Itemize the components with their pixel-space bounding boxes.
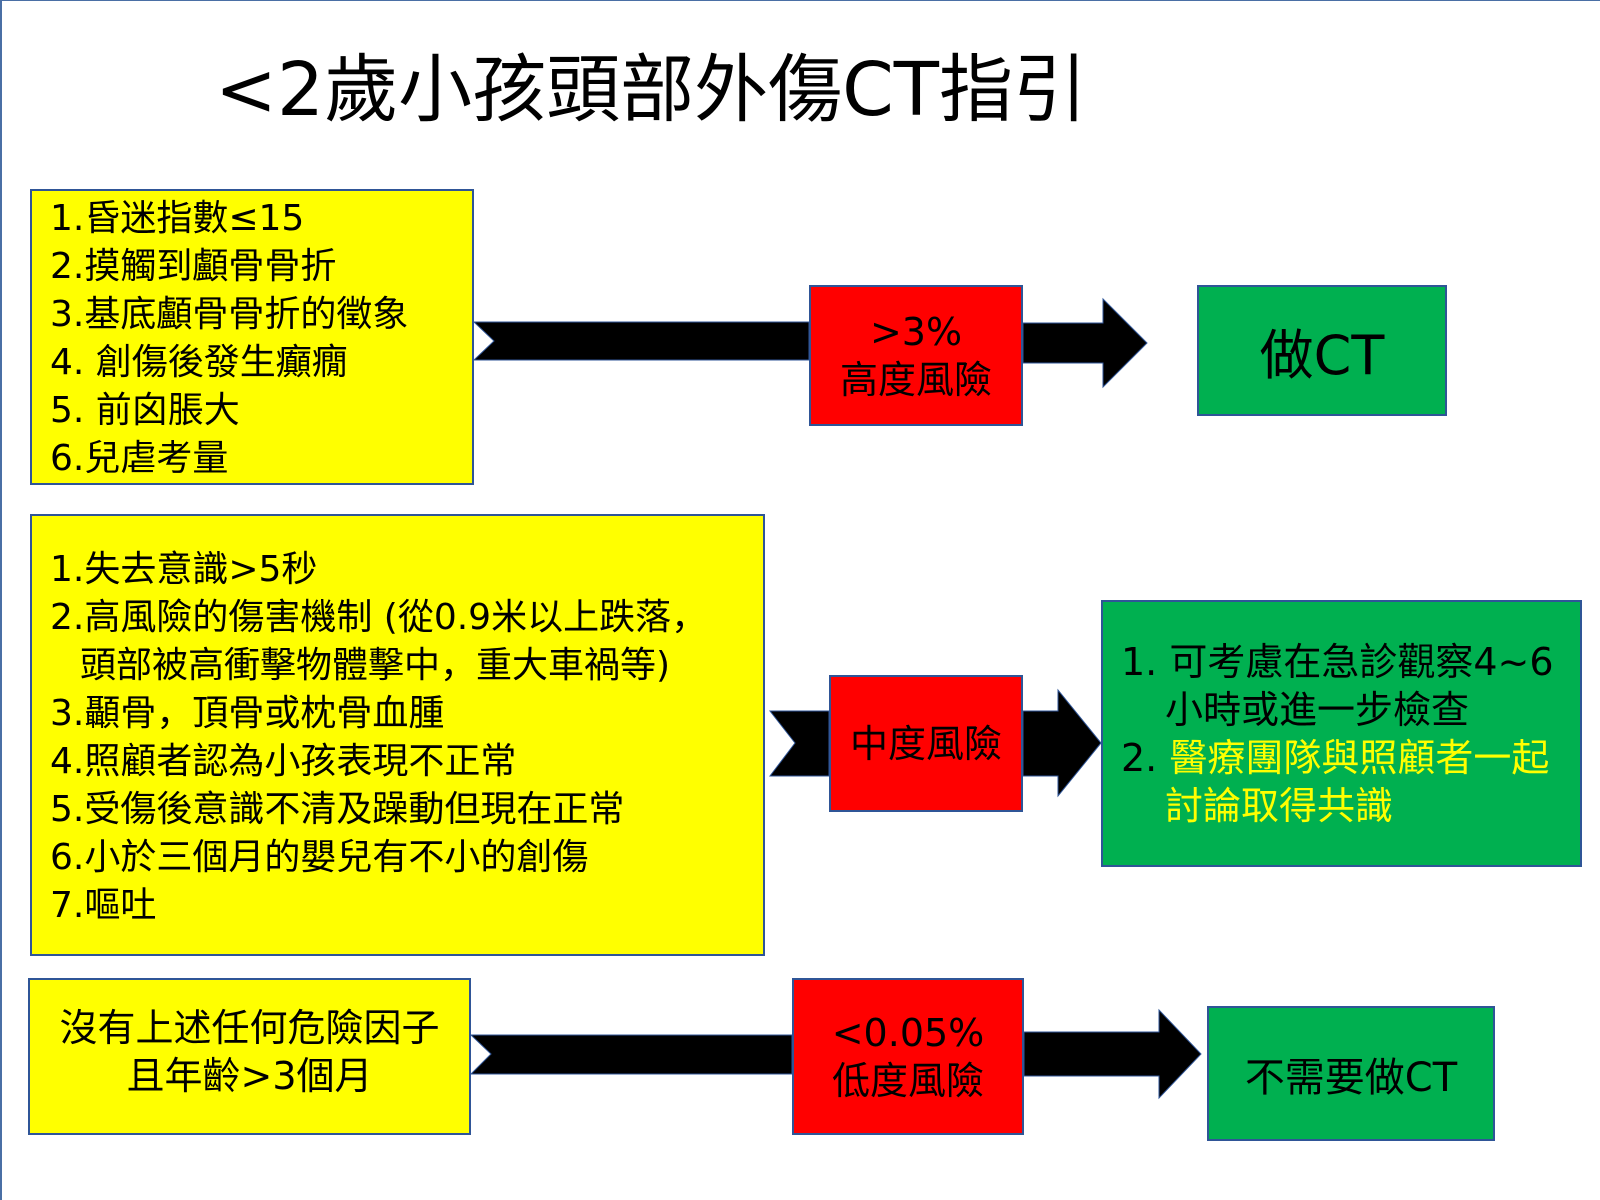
low-risk-percentage: <0.05% [831, 1010, 985, 1055]
high-risk-criterion: 1.昏迷指數≤15 [50, 198, 305, 239]
high-risk-criterion: 5. 前囟脹大 [50, 390, 240, 431]
medium-risk-action-highlight: 討論取得共識 [1165, 784, 1394, 828]
medium-risk-action-item: 2. 醫療團隊與照顧者一起 [1121, 734, 1580, 782]
medium-risk-action-box: 1. 可考慮在急診觀察4~6 小時或進一步檢查 2. 醫療團隊與照顧者一起 討論… [1101, 600, 1582, 867]
high-risk-criterion: 6.兒虐考量 [50, 438, 229, 479]
low-risk-criterion: 沒有上述任何危險因子 [59, 1006, 440, 1050]
low-risk-label: 低度風險 [831, 1058, 984, 1103]
high-risk-label: 高度風險 [839, 357, 992, 402]
high-risk-action-box: 做CT [1197, 285, 1447, 416]
medium-risk-label: 中度風險 [849, 721, 1002, 766]
slide-border-left [0, 0, 2, 1200]
low-risk-criteria-box: 沒有上述任何危險因子 且年齡>3個月 [28, 978, 471, 1135]
arrow-low-risk-to-action [1023, 1008, 1202, 1100]
medium-risk-criteria-list: 1.失去意識>5秒 2.高風險的傷害機制 (從0.9米以上跌落， 頭部被高衝擊物… [50, 546, 763, 930]
high-risk-criterion: 4. 創傷後發生癲癇 [50, 342, 348, 383]
medium-risk-level-box: 中度風險 [829, 675, 1023, 812]
high-risk-percentage: >3% [869, 309, 963, 354]
low-risk-level-box: <0.05% 低度風險 [792, 978, 1024, 1135]
high-risk-criteria-box: 1.昏迷指數≤15 2.摸觸到顱骨骨折 3.基底顱骨骨折的徵象 4. 創傷後發生… [30, 189, 474, 485]
medium-risk-criterion: 4.照顧者認為小孩表現不正常 [50, 741, 517, 782]
medium-risk-criterion: 1.失去意識>5秒 [50, 549, 318, 590]
medium-risk-criterion: 7.嘔吐 [50, 885, 157, 926]
medium-risk-action-item-continued: 討論取得共識 [1121, 782, 1580, 830]
low-risk-action: 不需要做CT [1244, 1054, 1458, 1101]
medium-risk-action-highlight: 醫療團隊與照顧者一起 [1169, 736, 1550, 780]
slide-title: <2歲小孩頭部外傷CT指引 [215, 47, 1087, 133]
medium-risk-criteria-box: 1.失去意識>5秒 2.高風險的傷害機制 (從0.9米以上跌落， 頭部被高衝擊物… [30, 514, 765, 956]
arrow-low-criteria-to-risk [469, 1034, 793, 1075]
medium-risk-criterion: 3.顳骨，頂骨或枕骨血腫 [50, 693, 445, 734]
high-risk-action: 做CT [1259, 324, 1385, 387]
arrow-high-criteria-to-risk [472, 321, 810, 361]
arrow-high-risk-to-action [1022, 297, 1148, 389]
arrow-medium-risk-to-action [1022, 688, 1102, 798]
medium-risk-criterion: 6.小於三個月的嬰兒有不小的創傷 [50, 837, 589, 878]
medium-risk-action-item: 1. 可考慮在急診觀察4~6 [1121, 640, 1554, 684]
slide-border-top [0, 0, 1600, 1]
high-risk-criterion: 2.摸觸到顱骨骨折 [50, 246, 337, 287]
medium-risk-action-item-continued: 小時或進一步檢查 [1165, 688, 1470, 732]
medium-risk-criterion: 5.受傷後意識不清及躁動但現在正常 [50, 789, 625, 830]
medium-risk-action-number: 2. [1121, 736, 1170, 780]
low-risk-action-box: 不需要做CT [1207, 1006, 1495, 1141]
high-risk-criterion: 3.基底顱骨骨折的徵象 [50, 294, 409, 335]
high-risk-level-box: >3% 高度風險 [809, 285, 1023, 426]
medium-risk-criterion: 2.高風險的傷害機制 (從0.9米以上跌落， [50, 597, 708, 638]
low-risk-criterion: 且年齡>3個月 [126, 1054, 373, 1098]
arrow-medium-criteria-to-risk [768, 710, 830, 777]
medium-risk-action-list: 1. 可考慮在急診觀察4~6 小時或進一步檢查 2. 醫療團隊與照顧者一起 討論… [1121, 638, 1580, 830]
medium-risk-criterion-continued: 頭部被高衝擊物體擊中，重大車禍等) [80, 645, 671, 686]
high-risk-criteria-list: 1.昏迷指數≤15 2.摸觸到顱骨骨折 3.基底顱骨骨折的徵象 4. 創傷後發生… [50, 195, 472, 483]
